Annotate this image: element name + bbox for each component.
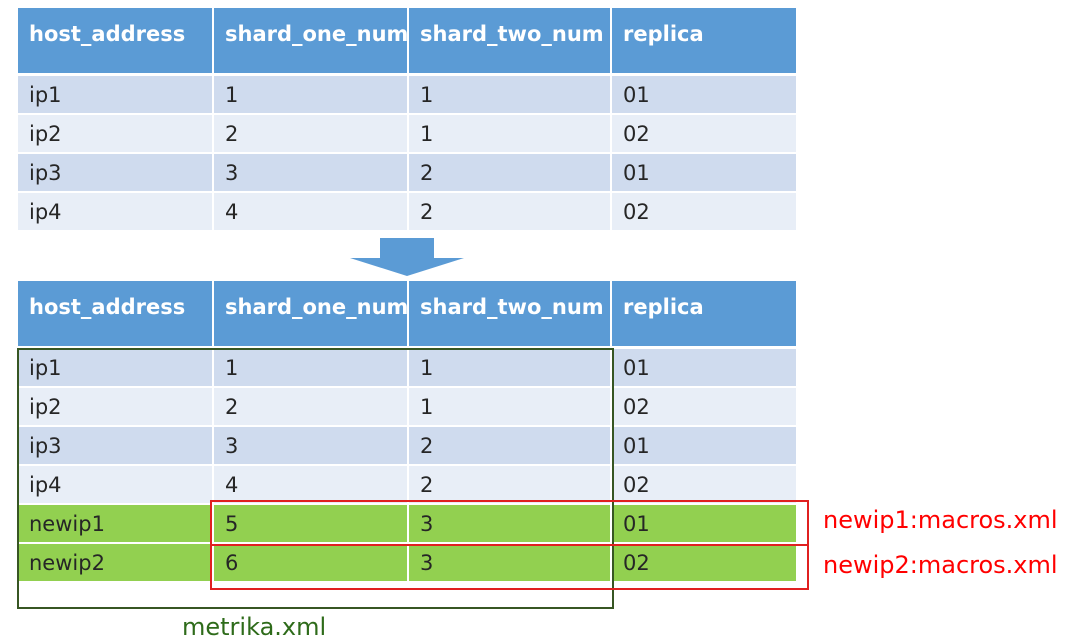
cell-shard-one-num: 1	[213, 347, 409, 388]
cell-host-address: ip2	[18, 387, 214, 427]
column-header-shard-one-num: shard_one_num	[213, 281, 409, 349]
cell-replica: 01	[611, 153, 796, 193]
cell-host-address: newip2	[18, 543, 214, 583]
table-header-row: host_address shard_one_num shard_two_num…	[18, 281, 796, 349]
cell-shard-two-num: 2	[408, 192, 612, 232]
cell-shard-two-num: 2	[408, 153, 612, 193]
column-header-shard-two-num: shard_two_num	[408, 281, 612, 349]
cell-host-address: ip1	[18, 74, 214, 115]
table-row: ip2 2 1 02	[18, 114, 796, 154]
cell-replica: 02	[611, 387, 796, 427]
down-arrow-icon	[350, 238, 464, 276]
cell-shard-one-num: 4	[213, 192, 409, 232]
cell-replica: 02	[611, 465, 796, 505]
cell-shard-one-num: 2	[213, 387, 409, 427]
metrika-config-label: metrika.xml	[182, 613, 327, 641]
cell-host-address: ip1	[18, 347, 214, 388]
table-header-row: host_address shard_one_num shard_two_num…	[18, 8, 796, 76]
cell-shard-two-num: 1	[408, 114, 612, 154]
cell-host-address: ip3	[18, 426, 214, 466]
table-row: ip1 1 1 01	[18, 74, 796, 115]
cell-shard-two-num: 3	[408, 504, 612, 544]
table-row: ip2 2 1 02	[18, 387, 796, 427]
cell-host-address: newip1	[18, 504, 214, 544]
table-row: ip1 1 1 01	[18, 347, 796, 388]
column-header-host-address: host_address	[18, 8, 214, 76]
cell-shard-two-num: 2	[408, 426, 612, 466]
cell-shard-one-num: 5	[213, 504, 409, 544]
table-row: ip3 3 2 01	[18, 153, 796, 193]
cell-shard-one-num: 1	[213, 74, 409, 115]
cell-shard-two-num: 1	[408, 387, 612, 427]
cell-replica: 02	[611, 192, 796, 232]
column-header-replica: replica	[611, 281, 796, 349]
expanded-shard-table: host_address shard_one_num shard_two_num…	[18, 281, 796, 583]
cell-shard-one-num: 2	[213, 114, 409, 154]
newip2-macros-label: newip2:macros.xml	[823, 551, 1058, 579]
table-row: ip4 4 2 02	[18, 465, 796, 505]
cell-shard-two-num: 3	[408, 543, 612, 583]
cell-host-address: ip3	[18, 153, 214, 193]
cell-replica: 01	[611, 347, 796, 388]
column-header-shard-two-num: shard_two_num	[408, 8, 612, 76]
metrika-config-highlight-box	[17, 348, 614, 609]
table-row: ip4 4 2 02	[18, 192, 796, 232]
cell-host-address: ip4	[18, 192, 214, 232]
table-row-new-host: newip2 6 3 02	[18, 543, 796, 583]
column-header-host-address: host_address	[18, 281, 214, 349]
cell-replica: 01	[611, 74, 796, 115]
cell-host-address: ip4	[18, 465, 214, 505]
cell-shard-two-num: 2	[408, 465, 612, 505]
cell-shard-two-num: 1	[408, 74, 612, 115]
cell-shard-one-num: 4	[213, 465, 409, 505]
column-header-shard-one-num: shard_one_num	[213, 8, 409, 76]
cell-host-address: ip2	[18, 114, 214, 154]
table-row: ip3 3 2 01	[18, 426, 796, 466]
newip2-macros-highlight-box	[210, 544, 809, 590]
original-shard-table: host_address shard_one_num shard_two_num…	[18, 8, 796, 232]
cell-replica: 02	[611, 543, 796, 583]
newip1-macros-highlight-box	[210, 500, 809, 546]
cell-replica: 01	[611, 504, 796, 544]
cell-replica: 01	[611, 426, 796, 466]
cell-shard-two-num: 1	[408, 347, 612, 388]
table-row-new-host: newip1 5 3 01	[18, 504, 796, 544]
cell-replica: 02	[611, 114, 796, 154]
cell-shard-one-num: 3	[213, 153, 409, 193]
newip1-macros-label: newip1:macros.xml	[823, 506, 1058, 534]
cell-shard-one-num: 3	[213, 426, 409, 466]
column-header-replica: replica	[611, 8, 796, 76]
cell-shard-one-num: 6	[213, 543, 409, 583]
